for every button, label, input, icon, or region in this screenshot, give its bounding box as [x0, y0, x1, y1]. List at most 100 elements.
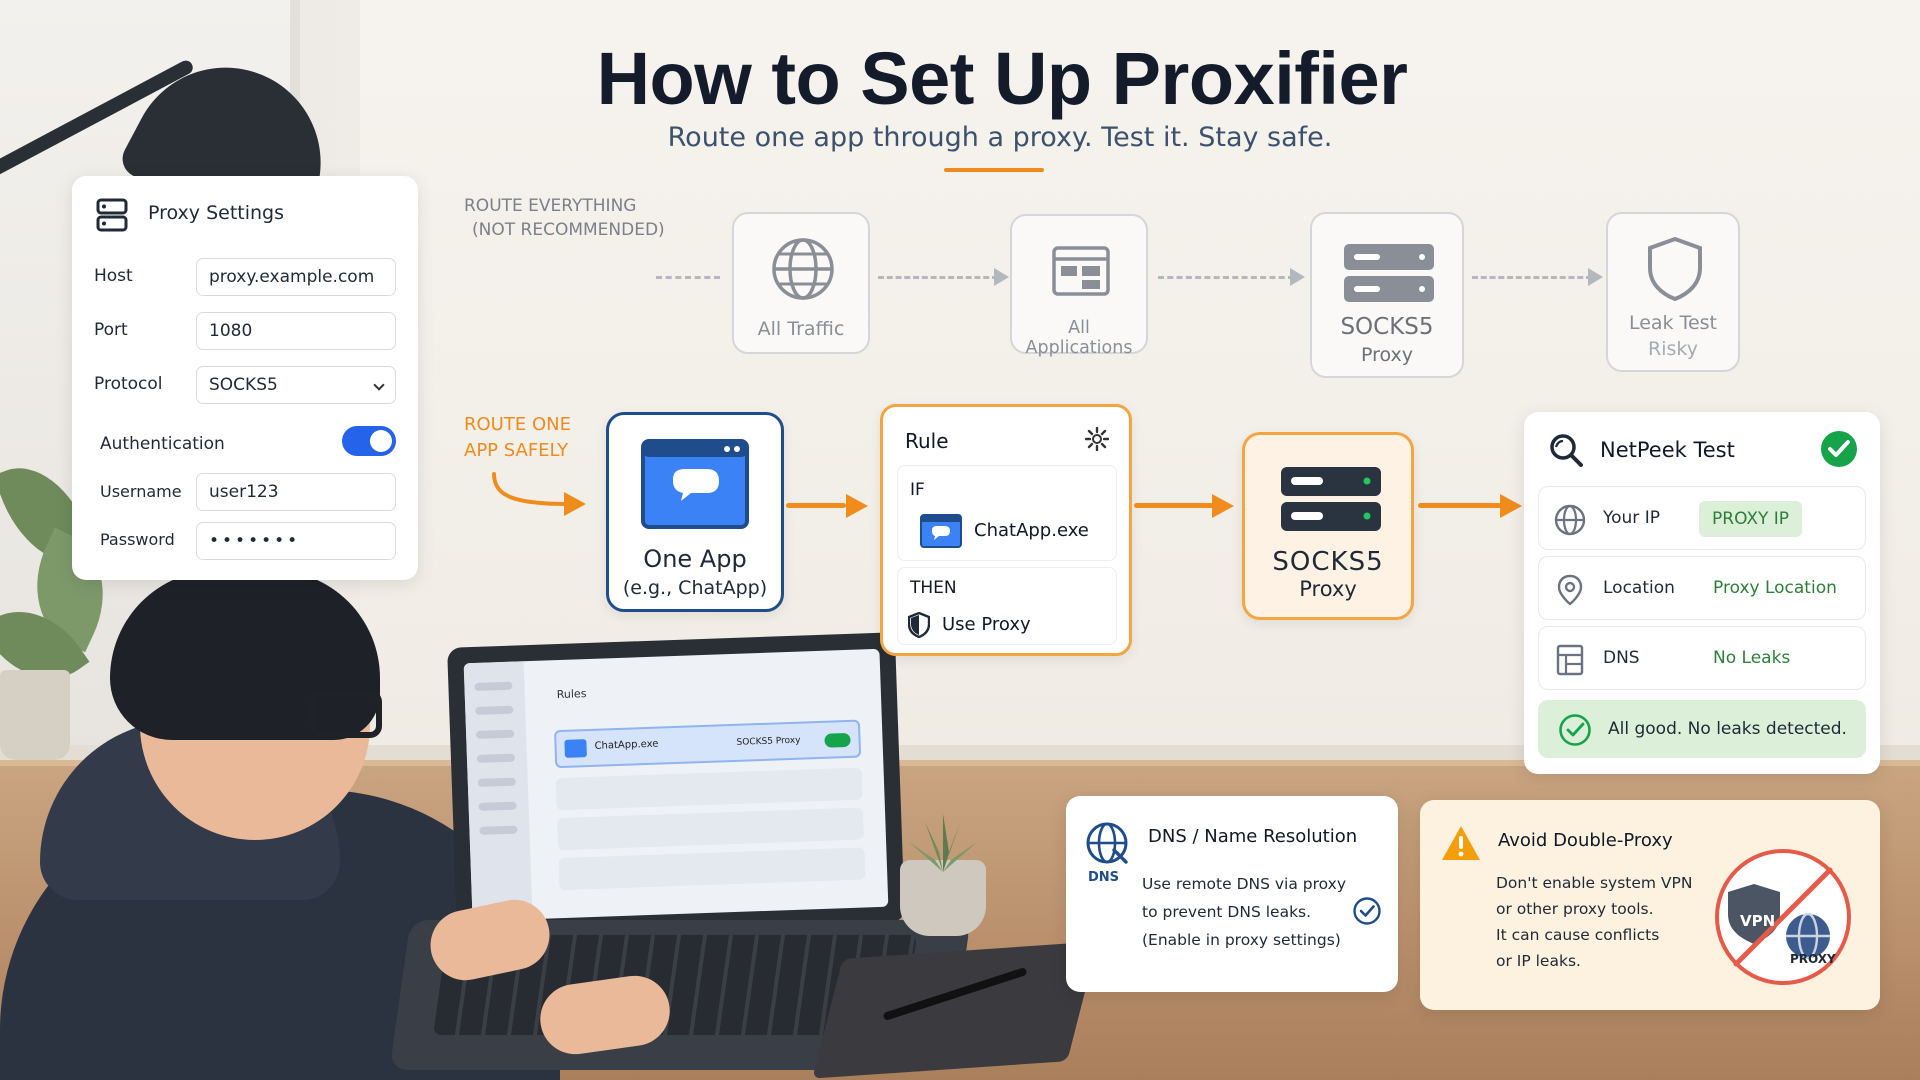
- dns-tip-line: (Enable in proxy settings): [1142, 931, 1341, 949]
- laptop-sidebar: [463, 661, 533, 922]
- laptop-rule-toggle[interactable]: [824, 732, 851, 748]
- laptop-rule-row[interactable]: ChatApp.exe SOCKS5 Proxy: [554, 719, 862, 769]
- dns-tip-title: DNS / Name Resolution: [1148, 826, 1358, 847]
- protocol-select[interactable]: SOCKS5: [196, 366, 396, 404]
- netpeek-title: NetPeek Test: [1600, 438, 1735, 462]
- dashed-arrow-head: [1588, 268, 1603, 286]
- route-one-line1: ROUTE ONE: [464, 414, 571, 435]
- rule-card[interactable]: Rule IF ChatApp.exe THEN Use Proxy: [880, 404, 1132, 656]
- subtitle-underline: [944, 168, 1044, 172]
- socks5-proxy-title: SOCKS5: [1272, 547, 1384, 577]
- flow-arrow: [1134, 503, 1214, 508]
- flow-arrow: [1418, 503, 1502, 508]
- netpeek-row-location: Location Proxy Location: [1538, 556, 1866, 620]
- flow-arrow-head: [846, 494, 868, 518]
- vpn-label: VPN: [1740, 912, 1776, 930]
- route-everything-line1: ROUTE EVERYTHING: [464, 196, 637, 216]
- password-field[interactable]: •••••••: [196, 522, 396, 560]
- chevron-down-icon: [373, 379, 385, 391]
- node-all-traffic: All Traffic: [732, 212, 870, 354]
- rule-title: Rule: [905, 429, 949, 453]
- laptop-rule-action: SOCKS5 Proxy: [736, 735, 801, 748]
- chat-app-icon: [641, 439, 749, 529]
- authentication-toggle[interactable]: [342, 426, 396, 456]
- laptop-screen: Rules ChatApp.exe SOCKS5 Proxy: [463, 648, 889, 922]
- succulent-icon: [909, 814, 977, 872]
- node-leak-test: Leak Test Risky: [1606, 212, 1740, 372]
- avoid-line: or IP leaks.: [1496, 952, 1581, 970]
- gear-icon[interactable]: [1085, 427, 1109, 451]
- laptop-rules-title: Rules: [556, 687, 587, 702]
- chat-app-icon: [920, 514, 962, 548]
- dns-tip-body: Use remote DNS via proxy to prevent DNS …: [1142, 870, 1346, 954]
- host-label: Host: [94, 266, 133, 286]
- username-field[interactable]: user123: [196, 473, 396, 511]
- check-circle-icon: [1821, 431, 1857, 467]
- avoid-line: Don't enable system VPN: [1496, 874, 1693, 892]
- dns-tip-card: DNS DNS / Name Resolution Use remote DNS…: [1066, 796, 1398, 992]
- netpeek-dns-label: DNS: [1603, 648, 1640, 668]
- password-label: Password: [100, 530, 175, 549]
- rule-if-label: IF: [910, 480, 925, 500]
- node-all-applications-label: All Applications: [1025, 318, 1133, 358]
- app-window-icon: [1052, 246, 1110, 296]
- port-field[interactable]: 1080: [196, 312, 396, 350]
- flow-arrow: [786, 503, 846, 508]
- route-everything-label: ROUTE EVERYTHING (NOT RECOMMENDED): [464, 194, 665, 242]
- succulent-pot: [900, 860, 986, 936]
- dashed-arrow-head: [994, 268, 1009, 286]
- node-socks5-grey: SOCKS5 Proxy: [1310, 212, 1464, 378]
- no-vpn-proxy-icon: [1715, 849, 1851, 985]
- netpeek-result-text: All good. No leaks detected.: [1608, 719, 1847, 739]
- netpeek-ip-label: Your IP: [1603, 508, 1660, 528]
- socks5-proxy-card[interactable]: SOCKS5 Proxy: [1242, 432, 1414, 620]
- page-title: How to Set Up Proxifier: [596, 37, 1408, 120]
- laptop-placeholder-row: [558, 847, 866, 891]
- socks5-proxy-subtitle: Proxy: [1299, 577, 1357, 601]
- netpeek-dns-value: No Leaks: [1713, 648, 1791, 668]
- one-app-subtitle: (e.g., ChatApp): [622, 577, 768, 599]
- rule-then-value: Use Proxy: [942, 614, 1031, 635]
- flow-arrow-head: [1500, 494, 1522, 518]
- avoid-line: It can cause conflicts: [1496, 926, 1660, 944]
- server-icon: [1344, 244, 1434, 302]
- dns-icon-label: DNS: [1088, 870, 1120, 885]
- netpeek-location-label: Location: [1603, 578, 1675, 598]
- username-label: Username: [100, 482, 182, 501]
- rule-if-value: ChatApp.exe: [974, 520, 1089, 541]
- host-field[interactable]: proxy.example.com: [196, 258, 396, 296]
- page-subtitle: Route one app through a proxy. Test it. …: [667, 122, 1333, 153]
- toggle-knob: [370, 430, 392, 452]
- node-all-applications: All Applications: [1010, 214, 1148, 358]
- check-circle-icon: [1559, 714, 1591, 746]
- netpeek-result-banner: All good. No leaks detected.: [1538, 700, 1866, 758]
- proxy-settings-title: Proxy Settings: [148, 202, 285, 224]
- avoid-double-proxy-card: Avoid Double-Proxy Don't enable system V…: [1420, 800, 1880, 1010]
- globe-icon: [1086, 822, 1128, 864]
- dns-tip-line: Use remote DNS via proxy: [1142, 875, 1346, 893]
- avoid-line: or other proxy tools.: [1496, 900, 1654, 918]
- search-icon: [1550, 434, 1583, 467]
- proxy-label: PROXY: [1790, 952, 1836, 966]
- location-pin-icon: [1557, 574, 1583, 606]
- dashed-arrow-head: [1290, 268, 1305, 286]
- netpeek-row-dns: DNS No Leaks: [1538, 626, 1866, 690]
- curved-arrow: [492, 472, 586, 516]
- netpeek-test-card: NetPeek Test Your IP PROXY IP Location P…: [1524, 412, 1880, 774]
- node-socks5-grey-sublabel: Proxy: [1360, 344, 1414, 366]
- port-label: Port: [94, 320, 128, 340]
- rule-then-label: THEN: [910, 578, 957, 598]
- server-icon: [1281, 467, 1381, 531]
- rule-if-box: IF ChatApp.exe: [897, 465, 1117, 561]
- dashed-connector: [878, 276, 998, 279]
- dns-tip-line: to prevent DNS leaks.: [1142, 903, 1312, 921]
- dashed-connector: [656, 276, 720, 279]
- desk-edge: [0, 760, 1920, 766]
- person-hair: [110, 570, 380, 740]
- shield-icon: [908, 612, 930, 638]
- one-app-card[interactable]: One App (e.g., ChatApp): [606, 412, 784, 612]
- laptop-rule-app: ChatApp.exe: [594, 738, 659, 752]
- dashed-connector: [1472, 276, 1592, 279]
- avoid-double-proxy-body: Don't enable system VPN or other proxy t…: [1496, 870, 1692, 974]
- authentication-label: Authentication: [100, 434, 225, 454]
